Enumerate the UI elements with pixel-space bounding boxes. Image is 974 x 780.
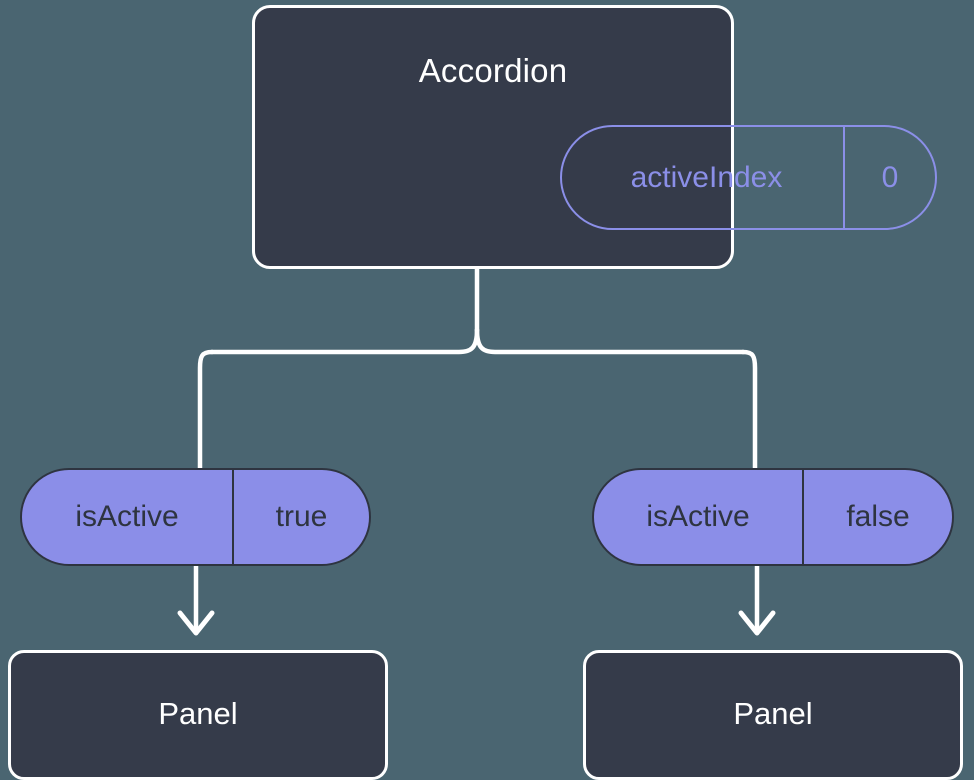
prop-pill-key: isActive: [75, 500, 179, 533]
arrowhead-right: [738, 610, 776, 636]
panel-node-title: Panel: [158, 696, 238, 731]
state-pill-value: 0: [881, 160, 899, 194]
state-pill-key: activeIndex: [630, 160, 783, 194]
panel-component-node-left[interactable]: Panel: [8, 650, 388, 780]
prop-pill-key: isActive: [646, 500, 750, 533]
prop-pill-is-active-false[interactable]: isActive false: [592, 468, 954, 566]
state-pill-active-index[interactable]: activeIndex 0: [560, 125, 937, 230]
prop-pill-is-active-true[interactable]: isActive true: [20, 468, 371, 566]
prop-pill-value: false: [846, 500, 910, 533]
edge-fork-left: [209, 327, 480, 355]
accordion-node-title: Accordion: [418, 52, 568, 89]
state-pill-divider: [843, 127, 845, 228]
edge-branch-left: [197, 349, 215, 471]
arrowhead-left: [177, 610, 215, 636]
panel-component-node-right[interactable]: Panel: [583, 650, 963, 780]
edge-fork-right: [474, 327, 746, 355]
prop-pill-divider: [232, 470, 234, 564]
accordion-component-node[interactable]: Accordion activeIndex 0: [252, 5, 937, 269]
prop-pill-divider: [802, 470, 804, 564]
edge-branch-right: [740, 349, 758, 471]
panel-node-title: Panel: [733, 696, 813, 731]
prop-pill-value: true: [275, 500, 328, 533]
